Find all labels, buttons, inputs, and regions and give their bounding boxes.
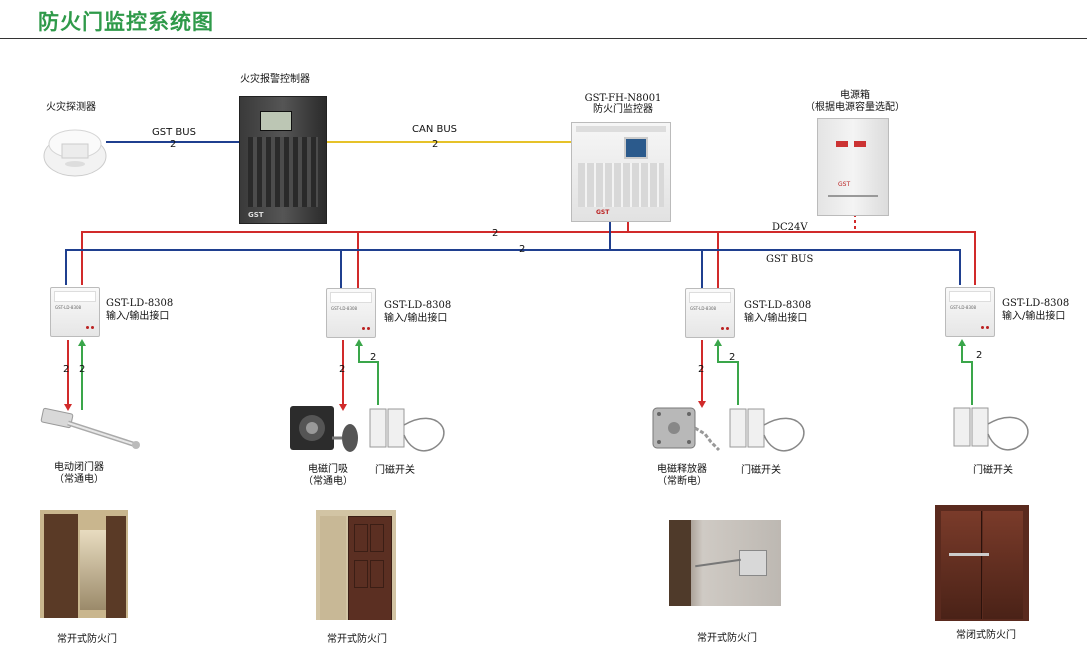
dc24v-label: DC24V bbox=[772, 222, 808, 233]
page-title: 防火门监控系统图 bbox=[38, 10, 214, 34]
holder-note: （常通电） bbox=[303, 476, 353, 487]
door-label: 常开式防火门 bbox=[57, 634, 117, 645]
release-note: （常断电） bbox=[657, 476, 707, 487]
power-box: GST bbox=[817, 118, 889, 216]
door-closer-icon bbox=[40, 407, 140, 449]
wire-count: 2 bbox=[976, 350, 983, 361]
release-label: 电磁释放器 bbox=[657, 464, 707, 475]
closer-label: 电动闭门器 bbox=[54, 462, 104, 473]
io-module: GST-LD-8308 bbox=[685, 288, 735, 338]
io-module: GST-LD-8308 bbox=[945, 287, 995, 337]
module-model: GST-LD-8308 bbox=[1002, 298, 1070, 309]
io-module: GST-LD-8308 bbox=[326, 288, 376, 338]
monitor-model: GST-FH-N8001 bbox=[584, 93, 662, 104]
wire-count: 2 bbox=[492, 228, 499, 239]
door-photo bbox=[316, 510, 396, 620]
holder-label: 电磁门吸 bbox=[308, 464, 348, 475]
module-label: 输入/输出接口 bbox=[1002, 311, 1066, 322]
monitor-label: 防火门监控器 bbox=[593, 104, 653, 115]
io-module: GST-LD-8308 bbox=[50, 287, 100, 337]
alarm-controller-label: 火灾报警控制器 bbox=[240, 74, 310, 85]
gst-bus-label: GST BUS bbox=[152, 127, 196, 138]
door-label: 常开式防火门 bbox=[327, 634, 387, 645]
detector-label: 火灾探测器 bbox=[46, 102, 96, 113]
wire-count: 2 bbox=[79, 364, 86, 375]
door-label: 常开式防火门 bbox=[697, 633, 757, 644]
magnetic-release-icon bbox=[652, 407, 721, 452]
gst-bus-line bbox=[65, 249, 961, 285]
door-photo bbox=[669, 520, 781, 606]
door-holder-icon bbox=[290, 406, 358, 452]
dc24v-line bbox=[81, 231, 976, 285]
door-photo bbox=[40, 510, 128, 618]
door-label: 常闭式防火门 bbox=[956, 630, 1016, 641]
wire-count: 2 bbox=[729, 352, 736, 363]
module-model: GST-LD-8308 bbox=[744, 300, 812, 311]
module-label: 输入/输出接口 bbox=[744, 313, 808, 324]
fb-arrow-3 bbox=[717, 342, 739, 405]
fb-arrow-4 bbox=[961, 342, 973, 405]
wire-count: 2 bbox=[170, 139, 177, 150]
wire-count: 2 bbox=[698, 364, 705, 375]
alarm-controller-panel: GST bbox=[239, 96, 327, 224]
wire-count: 2 bbox=[519, 244, 526, 255]
module-label: 输入/输出接口 bbox=[106, 311, 170, 322]
power-box-label: 电源箱 bbox=[840, 90, 870, 101]
door-magnetic-switch-icon bbox=[953, 407, 1029, 451]
fb-arrow-2 bbox=[358, 342, 379, 405]
door-photo bbox=[935, 505, 1029, 621]
wire-count: 2 bbox=[63, 364, 70, 375]
switch-label: 门磁开关 bbox=[375, 465, 415, 476]
door-magnetic-switch-icon bbox=[729, 408, 805, 452]
module-model: GST-LD-8308 bbox=[106, 298, 174, 309]
gst-bus-main-label: GST BUS bbox=[766, 254, 814, 265]
door-magnetic-switch-icon bbox=[369, 408, 445, 452]
smoke-detector-icon bbox=[43, 129, 107, 177]
power-box-note: （根据电源容量选配） bbox=[805, 102, 905, 113]
closer-note: （常通电） bbox=[54, 474, 104, 485]
switch-label: 门磁开关 bbox=[741, 465, 781, 476]
wire-count: 2 bbox=[432, 139, 439, 150]
wire-count: 2 bbox=[370, 352, 377, 363]
can-bus-label: CAN BUS bbox=[412, 124, 458, 135]
module-label: 输入/输出接口 bbox=[384, 313, 448, 324]
title-divider bbox=[0, 38, 1087, 39]
door-monitor-panel: GST bbox=[571, 122, 671, 222]
module-model: GST-LD-8308 bbox=[384, 300, 452, 311]
wire-count: 2 bbox=[339, 364, 346, 375]
switch-label: 门磁开关 bbox=[973, 465, 1013, 476]
